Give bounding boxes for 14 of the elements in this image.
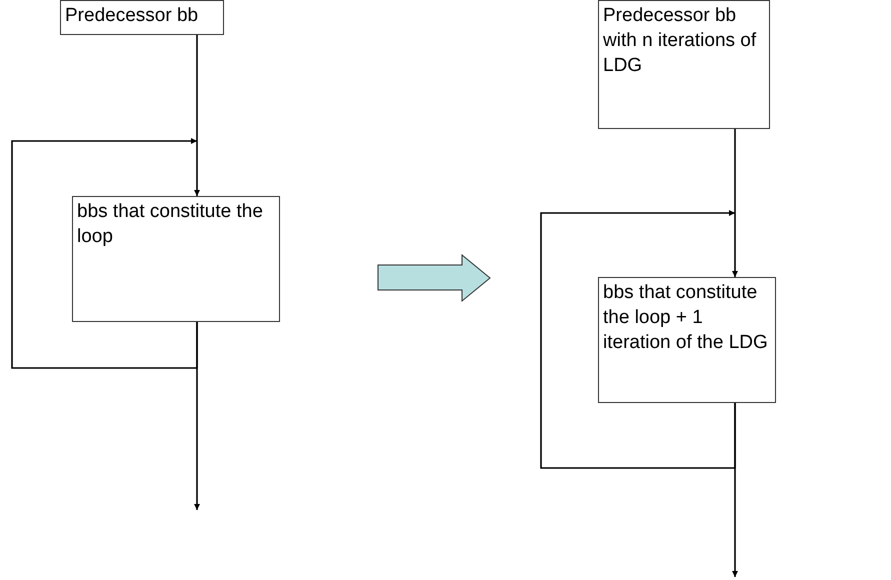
arrow bbox=[194, 35, 200, 196]
process-box bbox=[598, 277, 776, 403]
box-label: Predecessor bb with n iterations of LDG bbox=[603, 5, 756, 76]
arrow bbox=[540, 210, 736, 469]
arrow bbox=[194, 322, 200, 510]
box-label: bbs that constitute the loop bbox=[77, 201, 263, 247]
arrow bbox=[11, 138, 198, 369]
arrow bbox=[732, 129, 738, 277]
process-box bbox=[60, 0, 224, 35]
box-label: Predecessor bb bbox=[65, 5, 198, 26]
process-box bbox=[598, 0, 770, 129]
process-box bbox=[72, 196, 280, 322]
box-label: bbs that constitute the loop + 1 iteration of the LDG bbox=[603, 282, 768, 353]
arrow bbox=[732, 403, 738, 577]
